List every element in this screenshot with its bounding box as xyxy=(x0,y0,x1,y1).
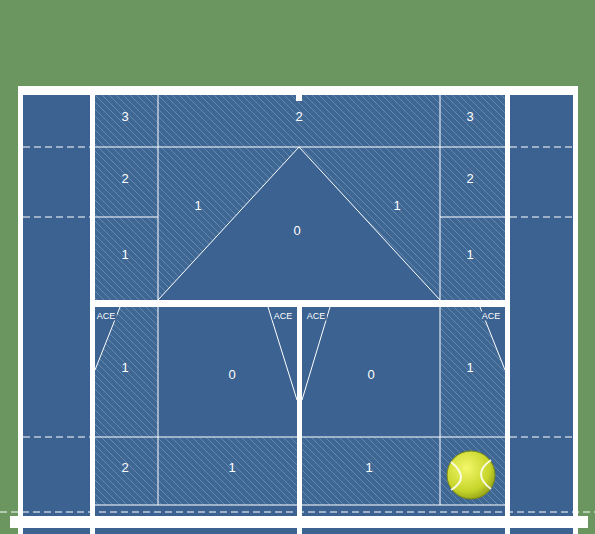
zone-score: 2 xyxy=(466,172,473,185)
court-lines xyxy=(10,86,588,534)
zone-score: 1 xyxy=(194,199,201,212)
zone-score: 1 xyxy=(121,248,128,261)
zone-score: 0 xyxy=(228,368,235,381)
ace-label: ACE xyxy=(306,312,327,321)
zone-score: 2 xyxy=(121,461,128,474)
zone-score: 2 xyxy=(121,172,128,185)
zone-score: 0 xyxy=(293,224,300,237)
zone-score: 3 xyxy=(121,110,128,123)
tennis-ball xyxy=(447,451,495,499)
zone-score: 1 xyxy=(466,248,473,261)
ace-label: ACE xyxy=(481,312,502,321)
zone-score: 3 xyxy=(466,110,473,123)
ace-label: ACE xyxy=(273,312,294,321)
zone-score: 1 xyxy=(466,361,473,374)
zone-score: 1 xyxy=(228,461,235,474)
zone-score: 0 xyxy=(367,368,374,381)
zone-score: 1 xyxy=(121,361,128,374)
zone-score: 2 xyxy=(295,110,302,123)
zone-score: 1 xyxy=(393,199,400,212)
ace-label: ACE xyxy=(96,312,117,321)
zone-score: 1 xyxy=(365,461,372,474)
